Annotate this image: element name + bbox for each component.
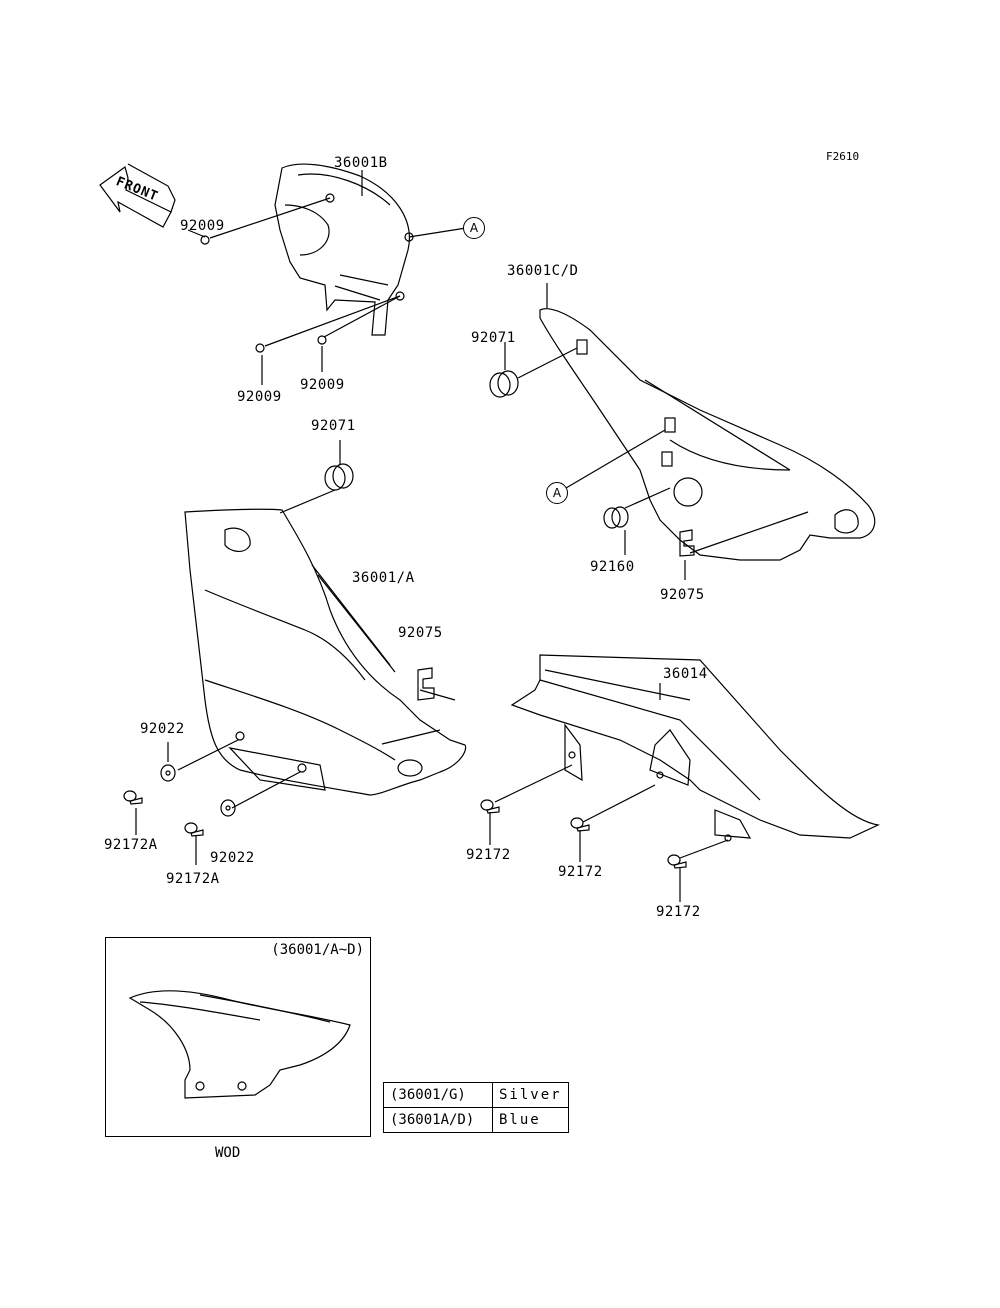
inset-panel: (36001/A~D) bbox=[105, 937, 371, 1137]
figure-code: F2610 bbox=[826, 150, 860, 163]
bolt-92172-c-shape bbox=[667, 854, 687, 869]
label-36001b: 36001B bbox=[334, 155, 388, 171]
part-36001cd-shape bbox=[539, 308, 876, 561]
label-92172-a: 92172 bbox=[466, 847, 511, 863]
part-36001b-shape bbox=[274, 163, 414, 336]
label-92071-right: 92071 bbox=[471, 330, 516, 346]
bolt-92172a-left-shape bbox=[123, 790, 143, 805]
color-name-cell: Silver bbox=[492, 1082, 569, 1108]
label-92075-right: 92075 bbox=[660, 587, 705, 603]
color-code-cell: (36001/G) bbox=[383, 1082, 493, 1108]
label-36001a: 36001/A bbox=[352, 570, 415, 586]
color-code-cell: (36001A/D) bbox=[383, 1107, 493, 1133]
grommet-92071-left-shape bbox=[324, 463, 354, 491]
inset-caption: WOD bbox=[215, 1145, 241, 1161]
grommet-92160-shape bbox=[603, 506, 629, 529]
callout-a-right: A bbox=[546, 482, 568, 504]
color-table-row: (36001/G) Silver bbox=[383, 1082, 569, 1108]
part-36001a-shape bbox=[184, 508, 467, 796]
label-92172a-mid: 92172A bbox=[166, 871, 220, 887]
bolt-92172-a-shape bbox=[480, 799, 500, 814]
color-name-cell: Blue bbox=[492, 1107, 569, 1133]
bolt-92172a-mid-shape bbox=[184, 822, 204, 837]
label-92022-top: 92022 bbox=[140, 721, 185, 737]
part-36014-shape bbox=[510, 654, 880, 842]
grommet-92071-right-shape bbox=[489, 370, 519, 398]
inset-cover-shape bbox=[128, 990, 351, 1099]
label-92172a-left: 92172A bbox=[104, 837, 158, 853]
label-92071-left: 92071 bbox=[311, 418, 356, 434]
label-92009-bottom: 92009 bbox=[237, 389, 282, 405]
label-92009-mid: 92009 bbox=[300, 377, 345, 393]
label-36014: 36014 bbox=[663, 666, 708, 682]
inset-title: (36001/A~D) bbox=[271, 942, 364, 958]
label-92160: 92160 bbox=[590, 559, 635, 575]
label-92172-c: 92172 bbox=[656, 904, 701, 920]
label-92075-left: 92075 bbox=[398, 625, 443, 641]
callout-a-top: A bbox=[463, 217, 485, 239]
label-92172-b: 92172 bbox=[558, 864, 603, 880]
label-92009-top: 92009 bbox=[180, 218, 225, 234]
bolt-92172-b-shape bbox=[570, 817, 590, 832]
label-36001cd: 36001C/D bbox=[507, 263, 579, 279]
color-table-row: (36001A/D) Blue bbox=[383, 1107, 569, 1133]
front-arrow-icon bbox=[99, 163, 176, 228]
label-92022-bottom: 92022 bbox=[210, 850, 255, 866]
color-table: (36001/G) Silver (36001A/D) Blue bbox=[383, 1082, 569, 1133]
